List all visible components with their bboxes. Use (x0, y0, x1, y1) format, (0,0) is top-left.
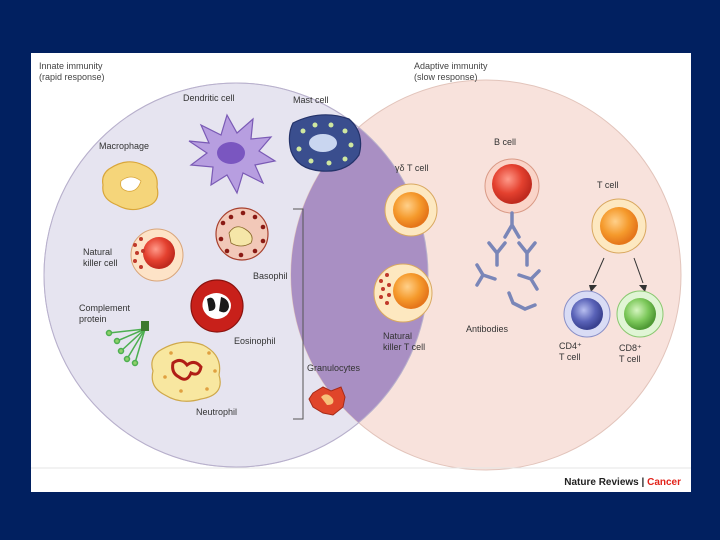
differentiation-arrows (589, 257, 647, 292)
neutrophil-icon (151, 341, 221, 402)
innate-header-line2: (rapid response) (39, 72, 105, 82)
cd8-label-line1: CD8⁺ (619, 343, 642, 353)
macrophage-icon (102, 161, 159, 211)
antibodies-icon (475, 211, 541, 311)
adaptive-header-line2: (slow response) (414, 72, 478, 82)
figure-panel: Innate immunity (rapid response) Adaptiv… (31, 53, 691, 492)
cd8-label-line2: T cell (619, 354, 640, 364)
complement-label-line1: Complement (79, 303, 131, 313)
natural-killer-t-cell-icon (373, 263, 433, 323)
credit-brand: Nature Reviews (564, 477, 639, 488)
cd4-label-line1: CD4⁺ (559, 341, 582, 351)
journal-credit: Nature Reviews | Cancer (564, 477, 681, 488)
gamma-delta-t-label: γδ T cell (395, 163, 428, 173)
granulocytes-label: Granulocytes (307, 363, 361, 373)
credit-separator: | (639, 477, 647, 488)
b-cell-icon (484, 158, 540, 214)
credit-journal: Cancer (647, 477, 681, 488)
cd4-label-line2: T cell (559, 352, 580, 362)
granulocytes-bracket (293, 208, 304, 420)
dendritic-label: Dendritic cell (183, 93, 235, 103)
complement-label-line2: protein (79, 314, 107, 324)
gamma-delta-t-cell-icon (384, 183, 438, 237)
eosinophil-icon (190, 279, 244, 333)
neutrophil-label: Neutrophil (196, 407, 237, 417)
adaptive-header-line1: Adaptive immunity (414, 61, 488, 71)
natural-killer-cell-icon (130, 228, 184, 282)
nkt-label-line1: Natural (383, 331, 412, 341)
nkt-label-line2: killer T cell (383, 342, 425, 352)
macrophage-label: Macrophage (99, 141, 149, 151)
innate-header-line1: Innate immunity (39, 61, 103, 71)
nk-label-line1: Natural (83, 247, 112, 257)
cd8-t-cell-icon (616, 290, 664, 338)
immunity-venn-diagram: Innate immunity (rapid response) Adaptiv… (31, 61, 691, 488)
complement-protein-icon (105, 321, 149, 367)
eosinophil-label: Eosinophil (234, 336, 276, 346)
overlap-region (291, 83, 428, 467)
basophil-icon (215, 207, 269, 261)
t-cell-label: T cell (597, 180, 618, 190)
granulocytes-icon (308, 386, 346, 416)
t-cell-icon (591, 198, 647, 254)
b-cell-label: B cell (494, 137, 516, 147)
basophil-label: Basophil (253, 271, 288, 281)
mast-label: Mast cell (293, 95, 329, 105)
cd4-t-cell-icon (563, 290, 611, 338)
antibodies-label: Antibodies (466, 324, 509, 334)
mast-cell-icon (288, 114, 362, 172)
dendritic-cell-icon (188, 113, 277, 195)
nk-label-line2: killer cell (83, 258, 118, 268)
